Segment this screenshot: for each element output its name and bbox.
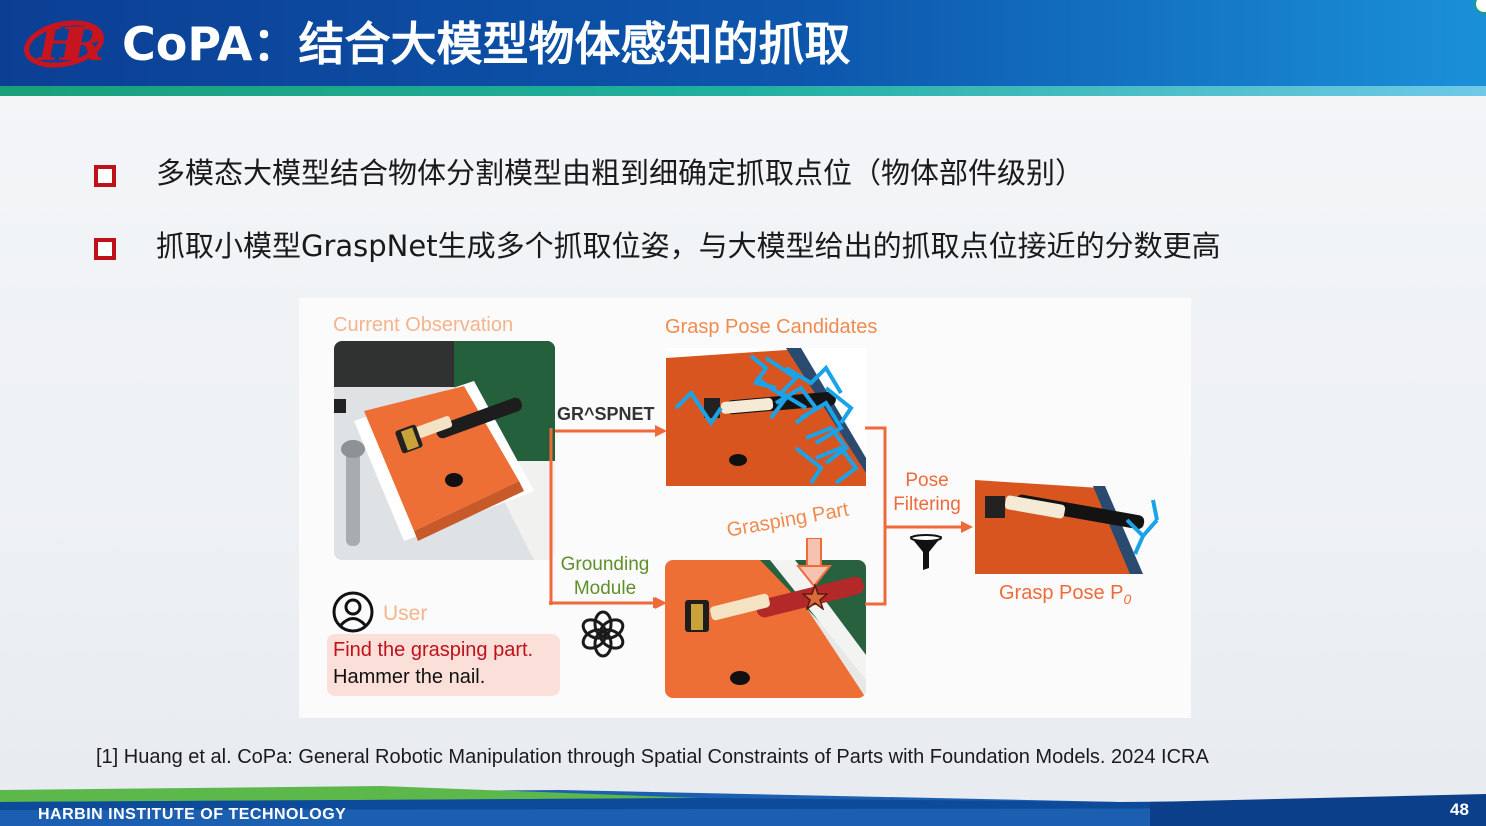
funnel-icon	[910, 534, 942, 570]
bullet-text: 抓取小模型GraspNet生成多个抓取位姿，与大模型给出的抓取点位接近的分数更高	[156, 229, 1221, 263]
header-accent-stripe	[0, 86, 1486, 96]
graspnet-arrow	[555, 425, 667, 437]
grasping-part-marker	[795, 538, 833, 588]
graspnet-logo: GR^SPNET	[557, 404, 655, 424]
svg-text:R: R	[64, 17, 104, 71]
final-grasp-pose-image	[975, 480, 1161, 574]
grounding-arrow	[555, 597, 667, 609]
grounding-module-label-line1: Grounding	[560, 554, 650, 575]
current-observation-label: Current Observation	[333, 314, 514, 336]
star-icon	[802, 584, 828, 610]
bullet-text: 多模态大模型结合物体分割模型由粗到细确定抓取点位（物体部件级别）	[156, 156, 1085, 190]
grasp-candidates-image	[666, 348, 866, 486]
pose-filtering-label-line2: Filtering	[893, 494, 961, 515]
grasping-part-label: Grasping Part	[725, 498, 851, 542]
pose-filtering-connector	[865, 426, 973, 606]
grounded-part-image	[665, 560, 866, 698]
citation-text: [1] Huang et al. CoPa: General Robotic M…	[96, 746, 1209, 768]
corner-indicator	[1474, 0, 1486, 14]
copa-pipeline-figure: Current Observation GR^SPNET Grasp Pose …	[299, 298, 1191, 718]
hit-logo-icon: H R	[24, 17, 104, 71]
openai-icon	[581, 610, 625, 658]
pose-filtering-label-line1: Pose	[905, 470, 949, 491]
user-prompt-box: Find the grasping part. Hammer the nail.	[327, 634, 560, 696]
grounding-module-label-line2: Module	[573, 578, 637, 599]
grasp-pose-text: Grasp Pose P	[999, 582, 1124, 604]
bullet-square-icon	[94, 165, 116, 187]
user-icon	[332, 591, 374, 633]
page-number: 48	[1450, 800, 1469, 819]
slide-footer	[0, 786, 1486, 826]
grasp-pose-candidates-label: Grasp Pose Candidates	[665, 316, 878, 338]
grasp-pose-label: Grasp Pose P0	[999, 582, 1131, 607]
grasp-pose-subscript: 0	[1123, 591, 1132, 607]
current-observation-image	[334, 341, 555, 560]
institution-name: HARBIN INSTITUTE OF TECHNOLOGY	[38, 806, 347, 823]
svg-text:H: H	[36, 17, 83, 71]
user-label: User	[383, 602, 428, 625]
user-prompt-line2: Hammer the nail.	[333, 666, 486, 688]
slide-header	[0, 0, 1486, 90]
slide-title: CoPA：结合大模型物体感知的抓取	[122, 17, 851, 71]
user-prompt-line1: Find the grasping part.	[333, 639, 534, 661]
bullet-square-icon	[94, 238, 116, 260]
